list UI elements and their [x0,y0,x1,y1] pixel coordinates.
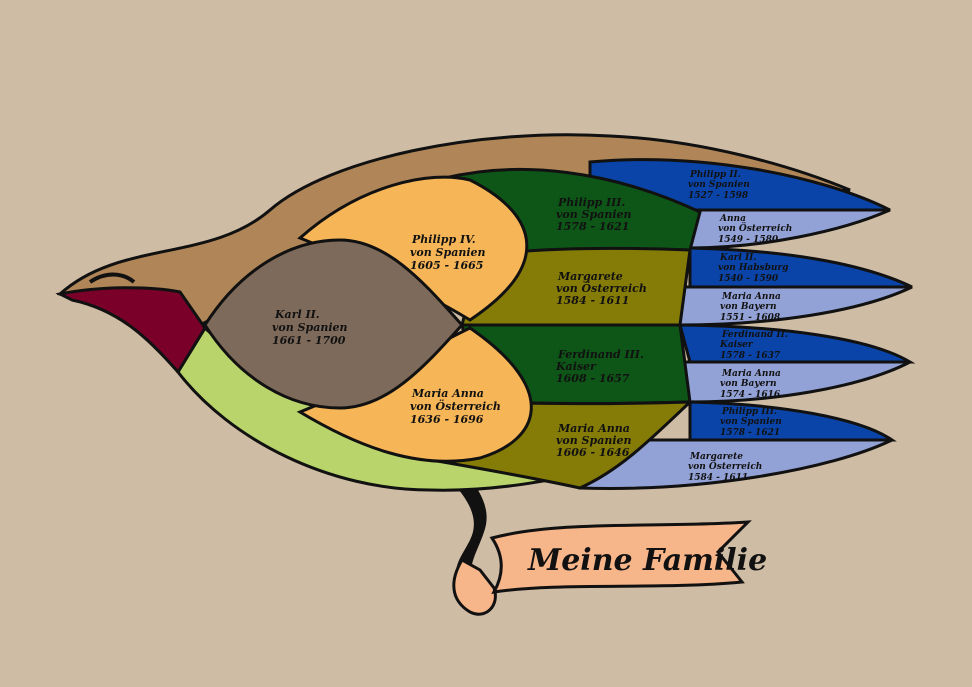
p14-house: von Spanien [720,417,782,427]
p13-house: von Bayern [720,379,777,389]
p5-name: Margarete [557,270,623,283]
bird-eye-line [88,272,136,284]
bird-head [55,286,207,375]
generation-4 [578,158,916,490]
person-p8: Philipp II. von Spanien 1527 - 1598 [688,170,750,201]
p3-years: 1636 - 1696 [410,413,484,426]
p2-name: Philipp IV. [411,233,476,246]
person-p12: Ferdinand II. Kaiser 1578 - 1637 [719,330,788,361]
person-p4: Philipp III. von Spanien 1578 - 1621 [556,196,632,233]
p7-years: 1606 - 1646 [556,446,630,459]
p10-house: von Habsburg [718,263,788,273]
banner-stem [448,478,487,582]
p6-name: Ferdinand III. [557,348,644,361]
p3-house: von Österreich [410,399,501,413]
p1-house: von Spanien [272,321,348,334]
person-labels: Karl II. von Spanien 1661 - 1700 Philipp… [272,170,792,483]
person-p10: Karl II. von Habsburg 1540 - 1590 [718,253,788,284]
p13-name: Maria Anna [721,369,781,379]
p13-years: 1574 - 1616 [720,390,781,400]
p1-years: 1661 - 1700 [272,334,346,347]
p1-name: Karl II. [274,308,320,321]
p12-name: Ferdinand II. [721,330,788,340]
p8-years: 1527 - 1598 [688,191,749,201]
person-p11: Maria Anna von Bayern 1551 - 1608 [720,292,781,323]
p2-years: 1605 - 1665 [410,259,483,272]
person-p9: Anna von Österreich 1549 - 1580 [718,214,792,245]
banner-ribbon [489,520,752,594]
person-p1: Karl II. von Spanien 1661 - 1700 [272,308,348,347]
generation-2 [296,175,533,463]
feather-p10 [688,246,913,289]
person-p2: Philipp IV. von Spanien 1605 - 1665 [410,233,486,272]
person-p14: Philipp III. von Spanien 1578 - 1621 [720,407,782,438]
p11-years: 1551 - 1608 [720,313,781,323]
p4-years: 1578 - 1621 [556,220,629,233]
p15-house: von Österreich [688,459,762,472]
p9-name: Anna [719,214,746,224]
p5-years: 1584 - 1611 [556,294,629,307]
feather-p12 [678,323,916,364]
p9-house: von Österreich [718,221,792,234]
p11-house: von Bayern [720,302,777,312]
p2-house: von Spanien [410,246,486,259]
p14-name: Philipp III. [721,407,777,417]
p10-name: Karl II. [719,253,757,263]
p4-house: von Spanien [556,208,632,221]
person-p13: Maria Anna von Bayern 1574 - 1616 [720,369,781,400]
p6-years: 1608 - 1657 [556,372,630,385]
p12-house: Kaiser [719,340,754,350]
p6-house: Kaiser [555,360,597,373]
p4-name: Philipp III. [557,196,625,209]
p15-name: Margarete [689,452,743,462]
p8-house: von Spanien [688,180,750,190]
p5-house: von Österreich [556,281,647,295]
feather-p1 [203,238,465,410]
p7-name: Maria Anna [557,422,630,435]
p8-name: Philipp II. [689,170,741,180]
p12-years: 1578 - 1637 [720,351,781,361]
p11-name: Maria Anna [721,292,781,302]
person-p5: Margarete von Österreich 1584 - 1611 [556,270,647,307]
person-p7: Maria Anna von Spanien 1606 - 1646 [556,422,632,459]
p9-years: 1549 - 1580 [718,235,779,245]
p10-years: 1540 - 1590 [718,274,779,284]
banner: Meine Familie [452,520,767,616]
person-p15: Margarete von Österreich 1584 - 1611 [688,452,762,483]
feather-p15 [578,438,893,490]
p15-years: 1584 - 1611 [688,473,748,483]
person-p6: Ferdinand III. Kaiser 1608 - 1657 [555,348,644,385]
banner-title: Meine Familie [527,543,767,578]
p3-name: Maria Anna [411,387,484,400]
p14-years: 1578 - 1621 [720,428,780,438]
p7-house: von Spanien [556,434,632,447]
person-p3: Maria Anna von Österreich 1636 - 1696 [410,387,501,426]
